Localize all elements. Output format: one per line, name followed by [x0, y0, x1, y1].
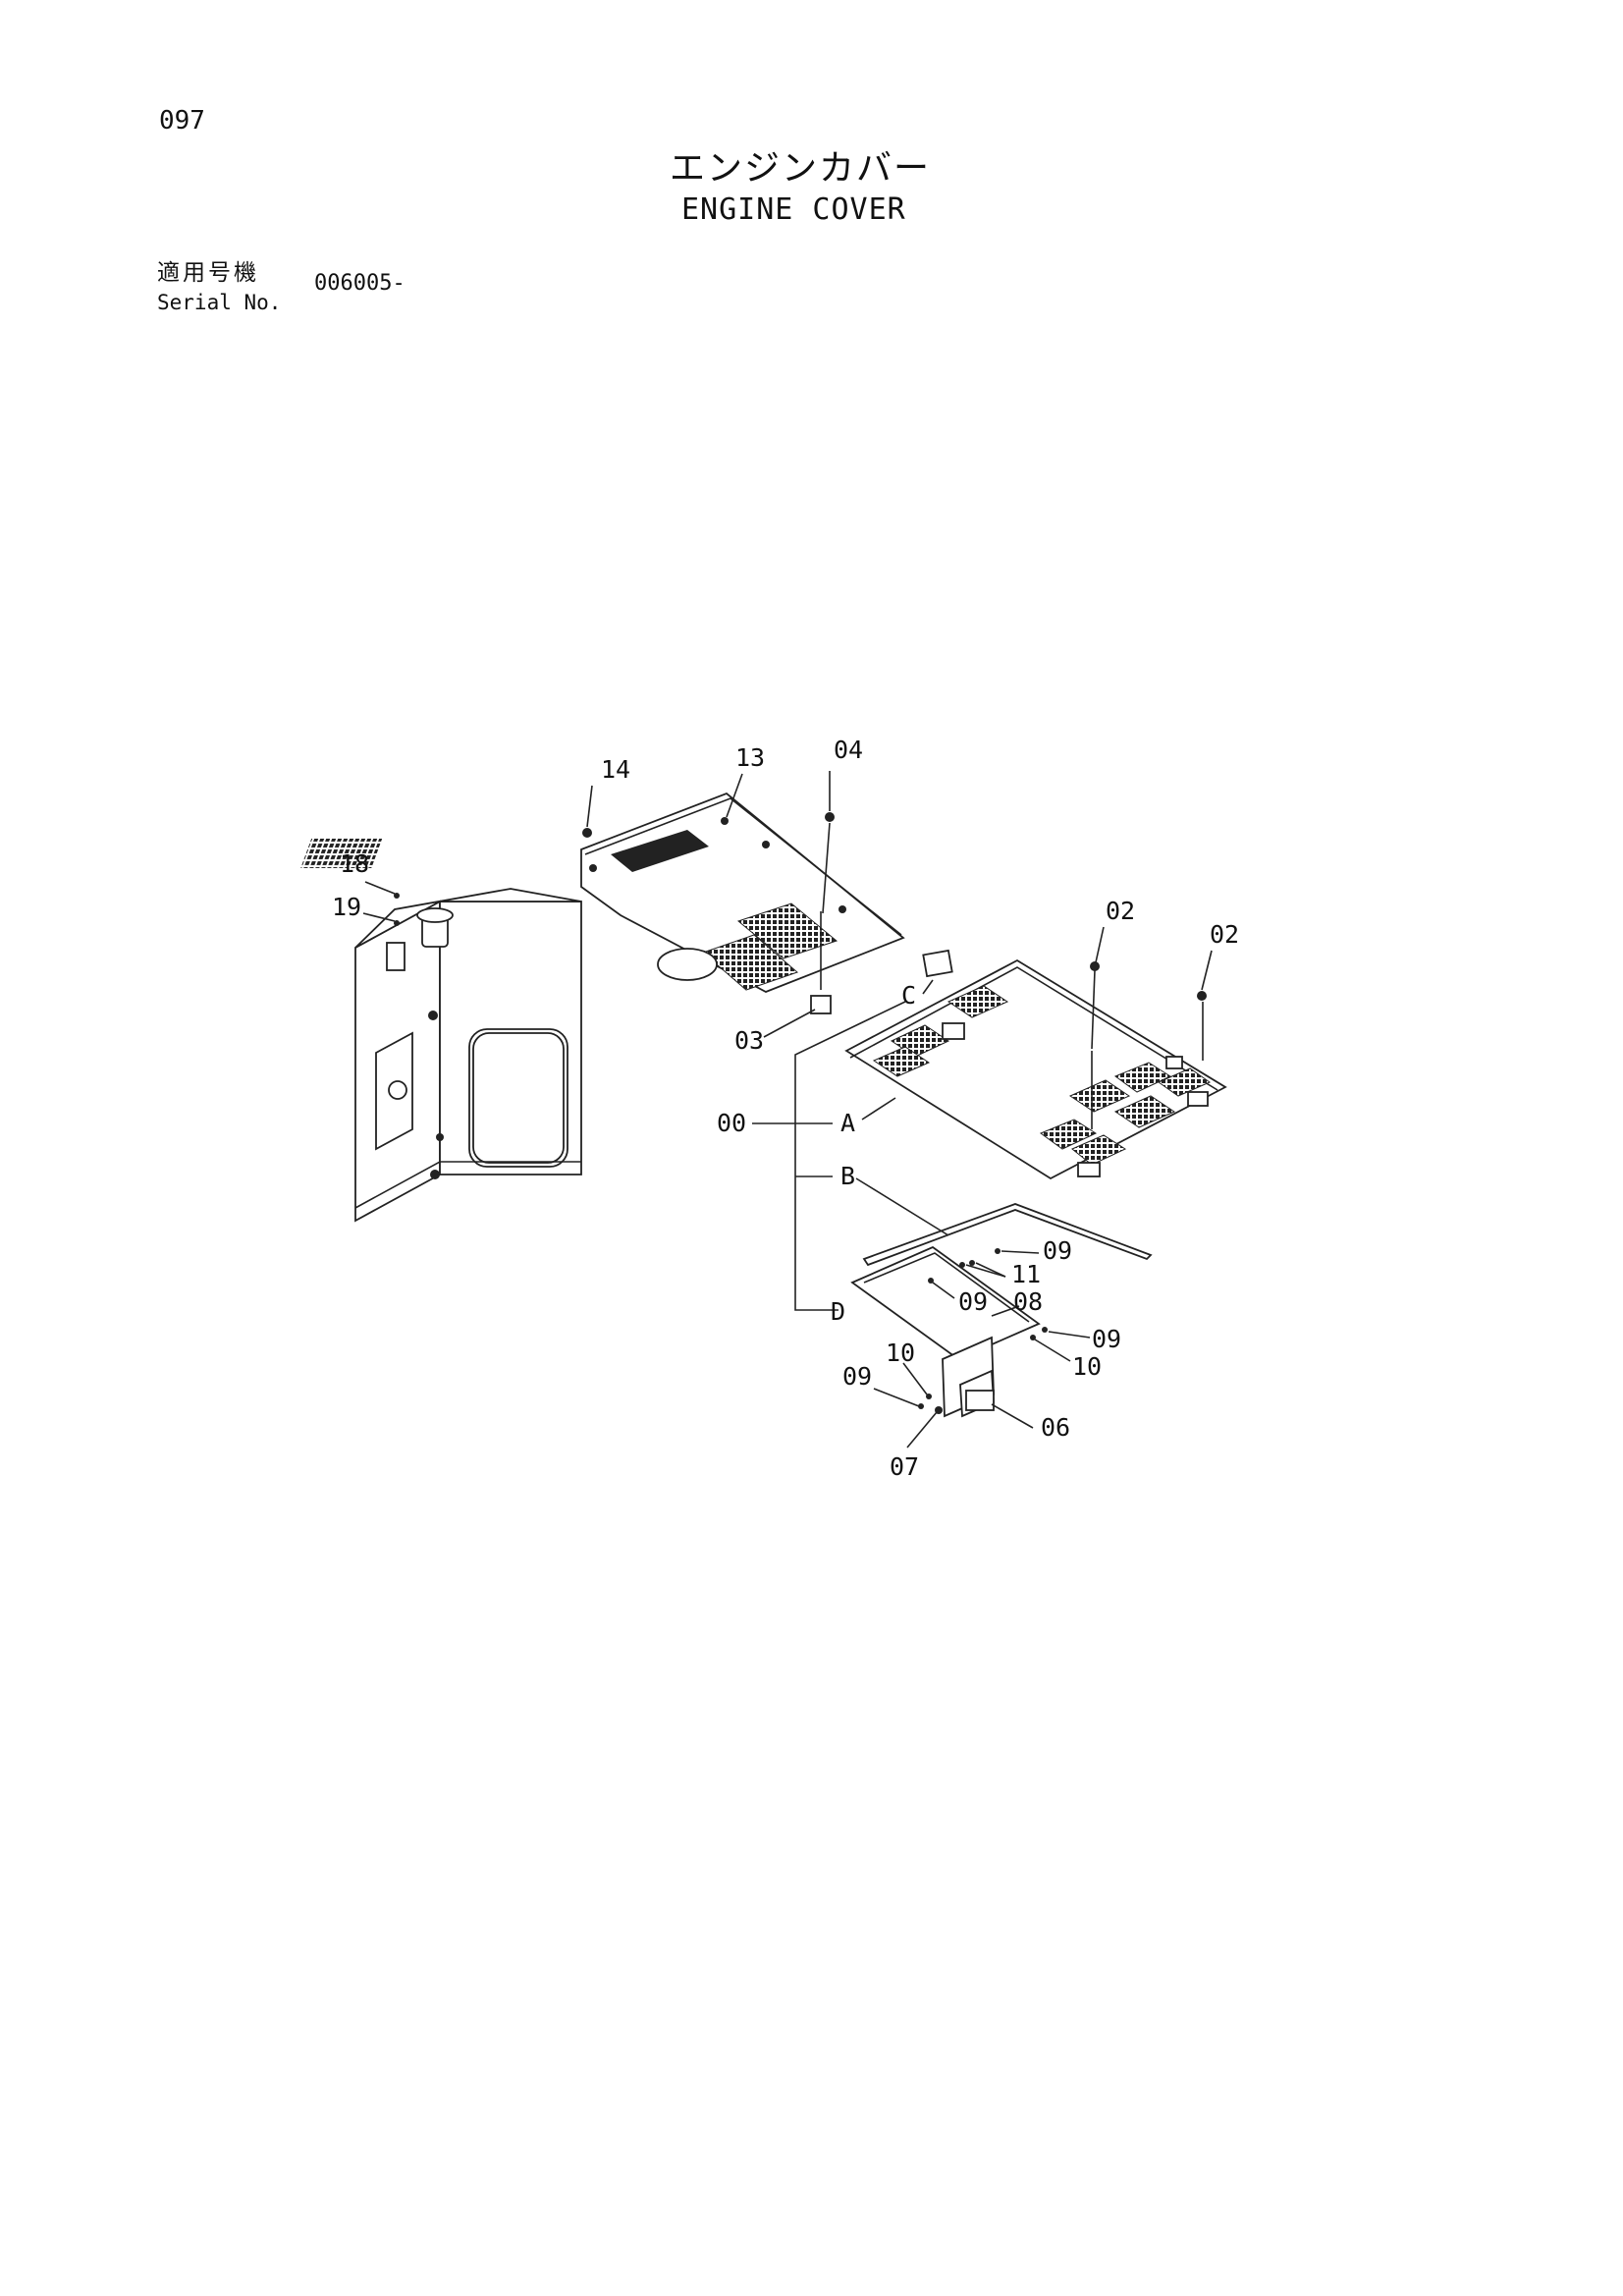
- callout-04: 04: [834, 736, 863, 764]
- side-enclosure-part: [354, 888, 582, 1223]
- callout-labels: 14 13 04 18 19 02 02 03 C A 00 B 09 11 0…: [332, 736, 1239, 1481]
- serial-label-en: Serial No.: [157, 291, 282, 314]
- callout-10-right: 10: [1072, 1352, 1102, 1381]
- callout-09-right: 09: [1092, 1325, 1121, 1353]
- leader-lines: [362, 771, 1213, 1449]
- callout-09-left: 09: [842, 1362, 872, 1391]
- callout-07: 07: [890, 1452, 919, 1481]
- page-title-jp: エンジンカバー: [670, 148, 932, 189]
- page-title-en: ENGINE COVER: [681, 192, 906, 227]
- callout-02-left: 02: [1106, 897, 1135, 925]
- callout-09-top: 09: [1043, 1236, 1072, 1265]
- callout-c: C: [901, 981, 916, 1010]
- callout-10-left: 10: [886, 1339, 915, 1367]
- page-number: 097: [159, 106, 205, 136]
- top-cover-13-part: [300, 792, 905, 1014]
- engine-cover-a-part: [844, 949, 1227, 1180]
- callout-19: 19: [332, 893, 361, 921]
- callout-13: 13: [735, 743, 765, 772]
- callout-08: 08: [1013, 1287, 1043, 1316]
- serial-label-jp: 適用号機: [157, 260, 259, 286]
- callout-a: A: [840, 1109, 855, 1137]
- callout-18: 18: [340, 849, 369, 878]
- callout-02-right: 02: [1210, 920, 1239, 949]
- callout-09-middle: 09: [958, 1287, 988, 1316]
- gasket-b-part: [862, 1203, 1153, 1267]
- callout-06: 06: [1041, 1413, 1070, 1442]
- callout-03: 03: [734, 1026, 764, 1055]
- serial-number-value: 006005-: [314, 271, 406, 296]
- callout-b: B: [840, 1162, 855, 1190]
- callout-00: 00: [717, 1109, 746, 1137]
- callout-14: 14: [601, 755, 630, 784]
- callout-11: 11: [1011, 1260, 1041, 1288]
- plate-d-part: [850, 1245, 1041, 1418]
- callout-d: D: [831, 1297, 845, 1326]
